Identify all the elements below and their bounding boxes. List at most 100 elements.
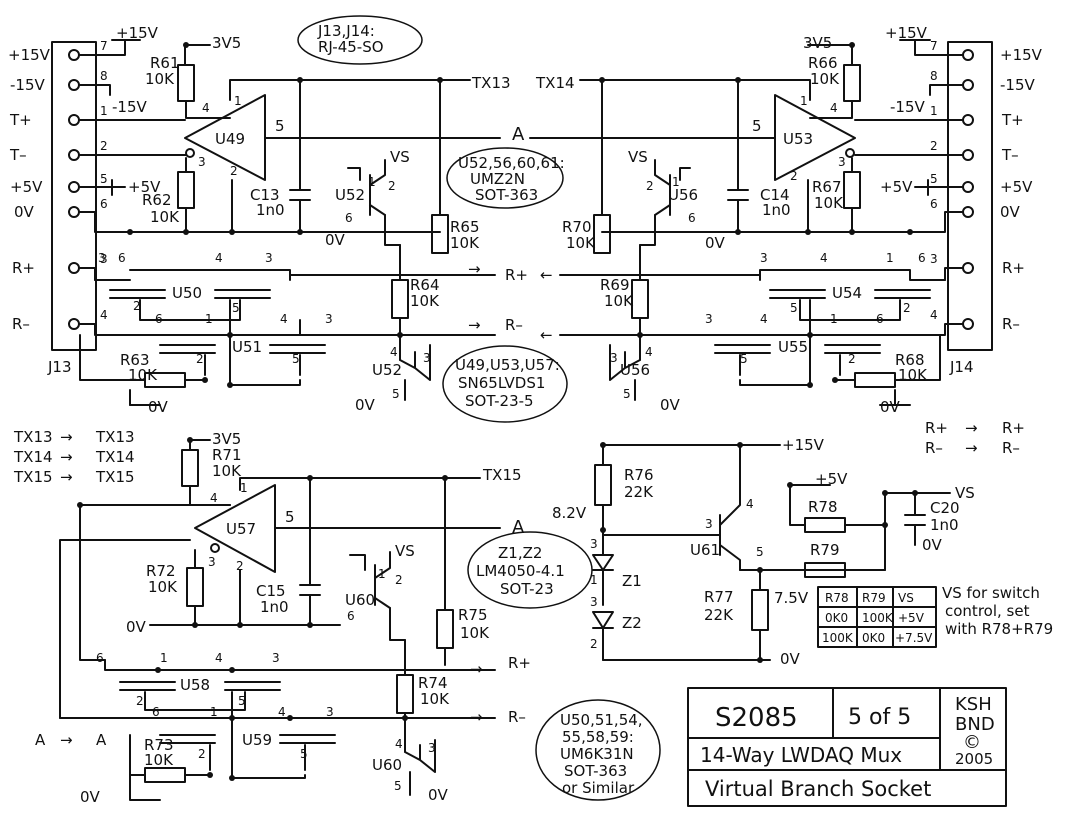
svg-text:R–: R– <box>925 439 943 457</box>
svg-text:+15V: +15V <box>8 46 51 64</box>
svg-text:U50,51,54,: U50,51,54, <box>560 711 643 729</box>
svg-text:2: 2 <box>230 164 238 178</box>
svg-text:→: → <box>60 468 73 486</box>
lower-left-mapping: TX13 → TX13 TX14 → TX14 TX15 → TX15 <box>13 428 135 486</box>
svg-text:TX15: TX15 <box>95 468 135 486</box>
svg-text:TX13: TX13 <box>13 428 53 446</box>
svg-text:R63: R63 <box>120 351 150 369</box>
j13-pin-tminus: T–2 <box>9 139 108 164</box>
svg-text:+5V: +5V <box>10 178 43 196</box>
svg-text:0V: 0V <box>126 618 147 636</box>
svg-text:+15V: +15V <box>116 24 159 42</box>
svg-text:3: 3 <box>428 741 436 755</box>
svg-text:→: → <box>468 316 481 334</box>
svg-text:0V: 0V <box>80 788 101 806</box>
svg-text:3: 3 <box>930 252 938 266</box>
svg-text:R+: R+ <box>1002 259 1025 277</box>
r73-resistor <box>144 767 186 783</box>
svg-text:7: 7 <box>930 39 938 53</box>
svg-text:10K: 10K <box>450 234 480 252</box>
svg-text:3: 3 <box>326 705 334 719</box>
svg-text:1: 1 <box>210 705 218 719</box>
svg-text:→: → <box>965 439 978 457</box>
svg-text:22K: 22K <box>704 606 734 624</box>
svg-text:U56: U56 <box>620 361 650 379</box>
r65-resistor <box>431 214 449 254</box>
svg-text:1n0: 1n0 <box>256 201 285 219</box>
svg-text:C15: C15 <box>256 582 286 600</box>
svg-text:4: 4 <box>645 345 653 359</box>
svg-text:R+: R+ <box>1002 419 1025 437</box>
j13-pin-tplus: T+1 <box>9 104 108 129</box>
svg-text:3: 3 <box>272 651 280 665</box>
r69-resistor <box>631 279 649 319</box>
svg-text:TX14: TX14 <box>535 74 575 92</box>
svg-text:U52: U52 <box>372 361 402 379</box>
svg-text:3: 3 <box>198 155 206 169</box>
svg-text:-15V: -15V <box>890 98 925 116</box>
svg-text:R61: R61 <box>150 54 180 72</box>
svg-text:8.2V: 8.2V <box>552 504 587 522</box>
svg-text:R73: R73 <box>144 736 174 754</box>
svg-text:5: 5 <box>740 352 748 366</box>
svg-text:TX13: TX13 <box>471 74 511 92</box>
svg-text:4: 4 <box>395 737 403 751</box>
svg-text:3: 3 <box>760 251 768 265</box>
svg-text:10K: 10K <box>810 70 840 88</box>
svg-text:3: 3 <box>590 537 598 551</box>
svg-text:1: 1 <box>930 104 938 118</box>
r76-resistor <box>594 464 612 506</box>
svg-text:4: 4 <box>930 308 938 322</box>
r70-resistor <box>593 214 611 254</box>
svg-text:1: 1 <box>378 567 386 581</box>
svg-text:LM4050-4.1: LM4050-4.1 <box>476 562 565 580</box>
svg-text:U50: U50 <box>172 284 202 302</box>
svg-text:T+: T+ <box>9 111 32 129</box>
svg-text:0V: 0V <box>14 203 35 221</box>
svg-text:R76: R76 <box>624 466 654 484</box>
note-switches: U50,51,54, 55,58,59: UM6K31N SOT-363 or … <box>535 699 661 801</box>
svg-text:5: 5 <box>394 779 402 793</box>
svg-text:0V: 0V <box>355 396 376 414</box>
svg-text:2: 2 <box>198 747 206 761</box>
r78-resistor <box>804 517 846 533</box>
svg-text:1: 1 <box>240 481 248 495</box>
svg-text:Z1: Z1 <box>622 572 642 590</box>
svg-text:U56: U56 <box>668 186 698 204</box>
svg-text:2: 2 <box>790 169 798 183</box>
copyright-mark: © <box>963 732 981 753</box>
j14-pin-p5: +5V5 <box>930 172 1033 196</box>
svg-text:A: A <box>35 731 46 749</box>
svg-text:R72: R72 <box>146 562 176 580</box>
svg-text:←: ← <box>540 326 553 344</box>
note-zener: Z1,Z2 LM4050-4.1 SOT-23 <box>467 531 593 609</box>
svg-text:2: 2 <box>848 352 856 366</box>
svg-text:T+: T+ <box>1001 111 1024 129</box>
svg-text:U49: U49 <box>215 130 245 148</box>
drawing-number: S2085 <box>715 703 798 733</box>
svg-text:6: 6 <box>347 609 355 623</box>
svg-text:+5V: +5V <box>880 178 913 196</box>
j13-label: J13 <box>47 358 72 376</box>
svg-text:R+: R+ <box>508 654 531 672</box>
svg-text:UMZ2N: UMZ2N <box>470 170 525 188</box>
svg-text:4: 4 <box>278 705 286 719</box>
svg-text:→: → <box>60 731 73 749</box>
svg-text:55,58,59:: 55,58,59: <box>562 728 634 746</box>
svg-text:U60: U60 <box>372 756 402 774</box>
svg-text:7: 7 <box>100 39 108 53</box>
j14-pin-rminus: R–4 <box>930 308 1020 333</box>
svg-text:+7.5V: +7.5V <box>895 631 933 645</box>
svg-text:10K: 10K <box>898 366 928 384</box>
vs-supply-circuit: +15V R76 22K 8.2V Z1 31 Z2 32 0V U61 345… <box>552 436 975 668</box>
svg-text:C20: C20 <box>930 499 960 517</box>
svg-text:R78: R78 <box>825 591 849 605</box>
svg-text:VS: VS <box>628 148 648 166</box>
